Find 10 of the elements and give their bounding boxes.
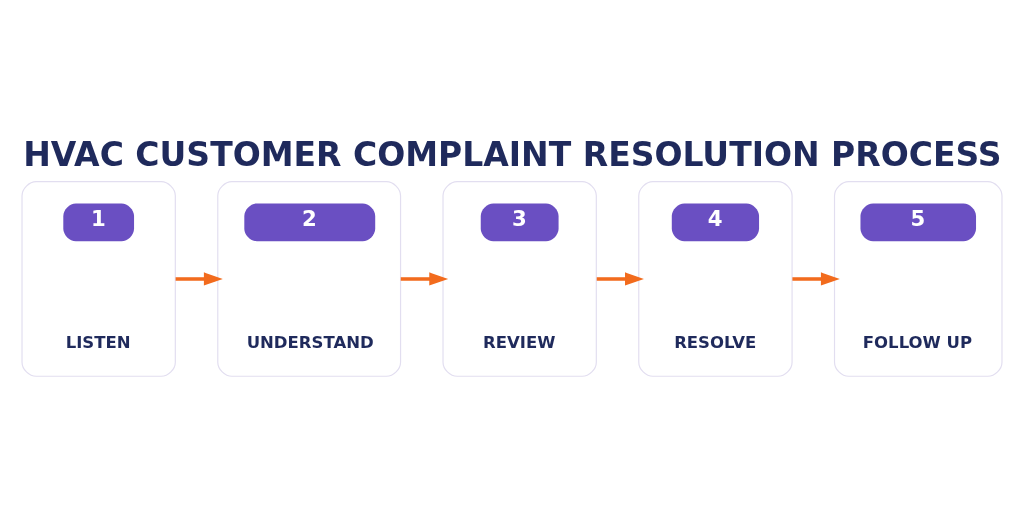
node-box: 1 LISTEN	[21, 181, 176, 377]
node-box: 5 FOLLOW UP	[833, 181, 1003, 377]
arrow	[596, 272, 644, 286]
arrow	[400, 272, 449, 286]
node-box: 3 REVIEW	[442, 181, 597, 377]
node-box: 4 RESOLVE	[638, 181, 793, 377]
node-box: 2 UNDERSTAND	[217, 181, 402, 377]
arrow	[792, 272, 840, 286]
arrow	[175, 272, 223, 286]
diagram-title: HVAC CUSTOMER COMPLAINT RESOLUTION PROCESS	[23, 134, 1002, 174]
